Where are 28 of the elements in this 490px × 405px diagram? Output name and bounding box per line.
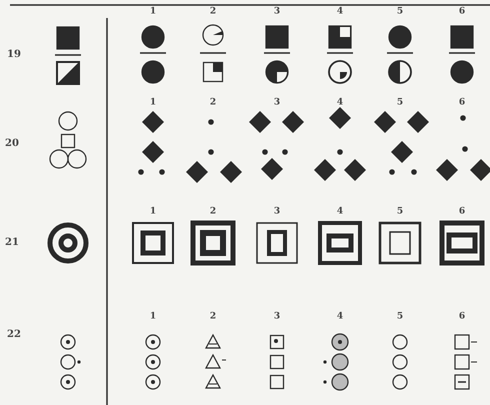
option-number: 3 xyxy=(274,312,280,322)
option-number: 5 xyxy=(396,208,404,216)
option-number: 2 xyxy=(210,208,216,216)
option-number: 6 xyxy=(458,98,466,108)
option-number: 1 xyxy=(150,98,156,108)
option-number: 5 xyxy=(396,8,404,16)
option-number: 4 xyxy=(336,208,344,216)
option-number: 1 xyxy=(150,8,156,16)
option-number: 3 xyxy=(274,8,280,16)
option-number: 6 xyxy=(458,208,466,216)
option-number: 6 xyxy=(458,8,466,16)
option-number: 2 xyxy=(210,8,216,16)
item-number: 20 xyxy=(5,139,19,149)
item-number: 19 xyxy=(7,50,21,60)
item-number: 21 xyxy=(5,238,19,248)
option-number: 2 xyxy=(210,312,216,322)
option-number: 3 xyxy=(274,208,280,216)
option-number: 5 xyxy=(396,98,404,108)
option-number: 4 xyxy=(336,98,344,108)
option-number: 4 xyxy=(336,8,344,16)
option-number: 1 xyxy=(150,312,156,322)
option-number: 2 xyxy=(210,98,216,108)
option-number: 6 xyxy=(458,312,466,322)
option-number: 3 xyxy=(274,98,280,108)
option-number: 4 xyxy=(336,312,344,322)
option-number: 5 xyxy=(396,312,404,322)
item-number: 22 xyxy=(7,330,21,340)
option-number: 1 xyxy=(150,208,156,216)
